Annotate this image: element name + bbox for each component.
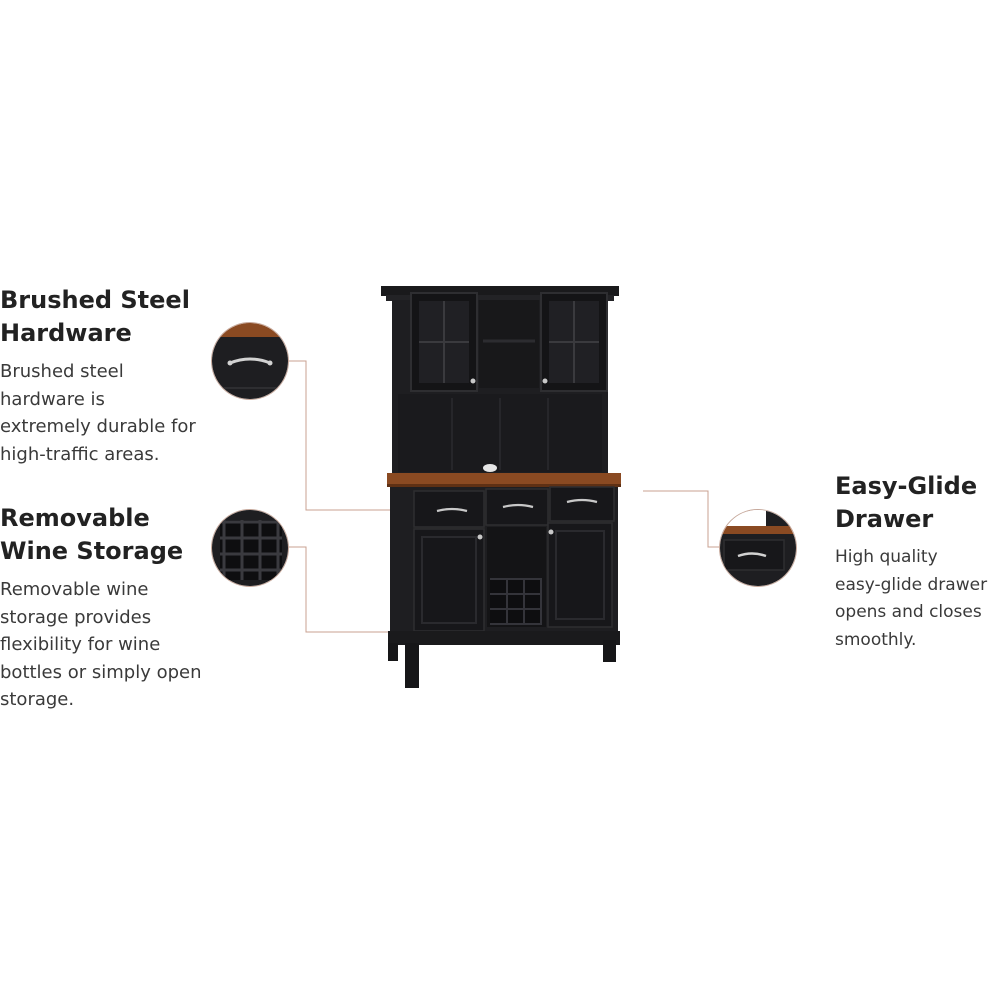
drawer-detail-image: [719, 509, 797, 587]
description-line: flexibility for wine: [0, 634, 161, 656]
description-line: bottles or simply open: [0, 661, 202, 683]
feature-title: Easy-Glide Drawer: [835, 470, 1000, 536]
feature-brushed-steel-hardware: Brushed Steel Hardware Brushed steel har…: [0, 284, 210, 468]
feature-title-line: Hardware: [0, 319, 132, 347]
description-line: smoothly.: [835, 629, 917, 650]
callout-line-drawer: [643, 490, 719, 548]
callout-line-wine: [287, 546, 392, 633]
wine-storage-detail-image: [211, 509, 289, 587]
feature-description: Removable wine storage provides flexibil…: [0, 576, 215, 714]
feature-easy-glide-drawer: Easy-Glide Drawer High quality easy-glid…: [835, 470, 1000, 654]
feature-title: Removable Wine Storage: [0, 502, 215, 568]
description-line: Removable wine: [0, 579, 149, 600]
feature-removable-wine-storage: Removable Wine Storage Removable wine st…: [0, 502, 215, 714]
description-line: storage.: [0, 689, 75, 711]
wine-rack-closeup-icon: [212, 510, 288, 586]
feature-title: Brushed Steel Hardware: [0, 284, 210, 350]
description-line: easy-glide drawer: [835, 574, 988, 595]
feature-title-line: Brushed Steel: [0, 286, 190, 314]
feature-description: Brushed steel hardware is extremely dura…: [0, 358, 210, 468]
description-line: High quality: [835, 547, 938, 567]
drawer-closeup-icon: [720, 510, 796, 586]
feature-title-line: Removable: [0, 504, 150, 532]
feature-description: High quality easy-glide drawer opens and…: [835, 544, 1000, 654]
callout-line-hardware: [287, 360, 430, 511]
feature-title-line: Easy-Glide: [835, 472, 978, 500]
feature-title-line: Wine Storage: [0, 537, 184, 565]
description-line: hardware is: [0, 388, 105, 410]
drawer-handle-closeup-icon: [212, 323, 288, 399]
description-line: opens and closes: [835, 602, 982, 623]
description-line: Brushed steel: [0, 361, 124, 382]
description-line: high-traffic areas.: [0, 443, 160, 465]
feature-title-line: Drawer: [835, 505, 934, 533]
hardware-detail-image: [211, 322, 289, 400]
description-line: storage provides: [0, 606, 152, 628]
description-line: extremely durable for: [0, 416, 196, 438]
